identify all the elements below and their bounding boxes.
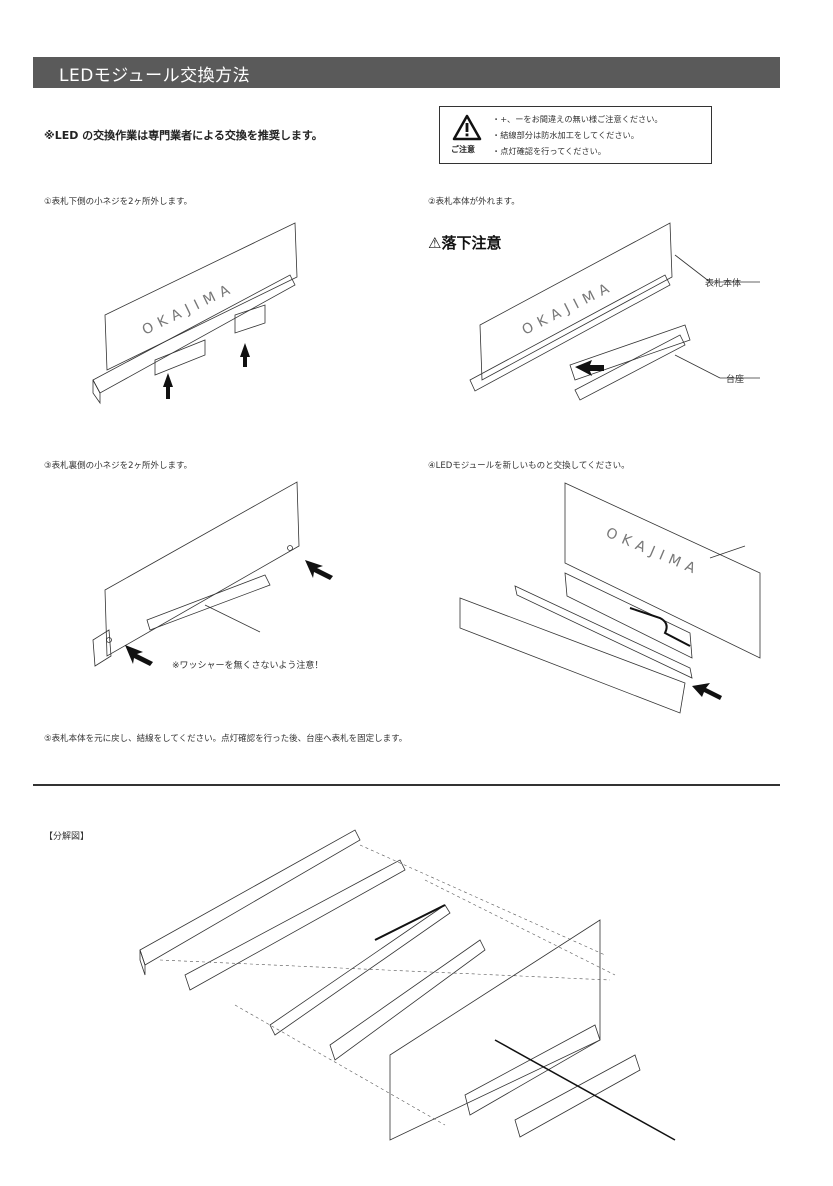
arrow-icon xyxy=(240,343,250,367)
brand-text: OKAJIMA xyxy=(603,525,703,579)
step-1-illustration: OKAJIMA xyxy=(92,222,298,405)
step-2-illustration: OKAJIMA xyxy=(469,222,760,401)
caution-box xyxy=(439,106,712,164)
step-3-illustration xyxy=(92,481,333,667)
washer-note: ※ワッシャーを無くさないよう注意！ xyxy=(172,661,324,671)
caution-line: ・点灯確認を行ってください。 xyxy=(492,146,606,156)
arrow-icon xyxy=(163,373,173,399)
recommendation-note: ※LED の交換作業は専門業者による交換を推奨します。 xyxy=(44,129,323,142)
arrow-icon xyxy=(125,645,153,666)
exploded-view-label: 【分解図】 xyxy=(44,832,90,842)
exploded-view-illustration xyxy=(139,829,676,1141)
header-bar xyxy=(33,57,780,88)
caution-label: ご注意 xyxy=(451,145,475,154)
step-4-text: ④LEDモジュールを新しいものと交換してください。 xyxy=(428,461,630,471)
arrow-icon xyxy=(305,560,333,580)
step-3-text: ③表札裏側の小ネジを2ヶ所外します。 xyxy=(44,461,193,471)
caution-line: ・結線部分は防水加工をしてください。 xyxy=(492,130,639,140)
drop-warning: ⚠落下注意 xyxy=(428,234,502,252)
step-2-text: ②表札本体が外れます。 xyxy=(428,197,520,207)
warning-triangle-icon xyxy=(452,114,482,141)
brand-text-group: OKAJIMA xyxy=(603,525,703,579)
page-title: LEDモジュール交換方法 xyxy=(59,66,251,86)
arrow-icon xyxy=(692,683,722,700)
caution-line: ・+、ーをお間違えの無い様ご注意ください。 xyxy=(492,114,663,124)
base-label: 台座 xyxy=(726,375,745,385)
step-4-illustration: OKAJIMA xyxy=(459,482,761,714)
step-5-text: ⑤表札本体を元に戻し、結線をしてください。点灯確認を行った後、台座へ表札を固定し… xyxy=(44,734,408,744)
section-divider xyxy=(33,784,780,786)
arrow-icon xyxy=(575,360,604,376)
step-1-text: ①表札下側の小ネジを2ヶ所外します。 xyxy=(44,197,193,207)
nameplate-body-label: 表札本体 xyxy=(705,279,742,289)
